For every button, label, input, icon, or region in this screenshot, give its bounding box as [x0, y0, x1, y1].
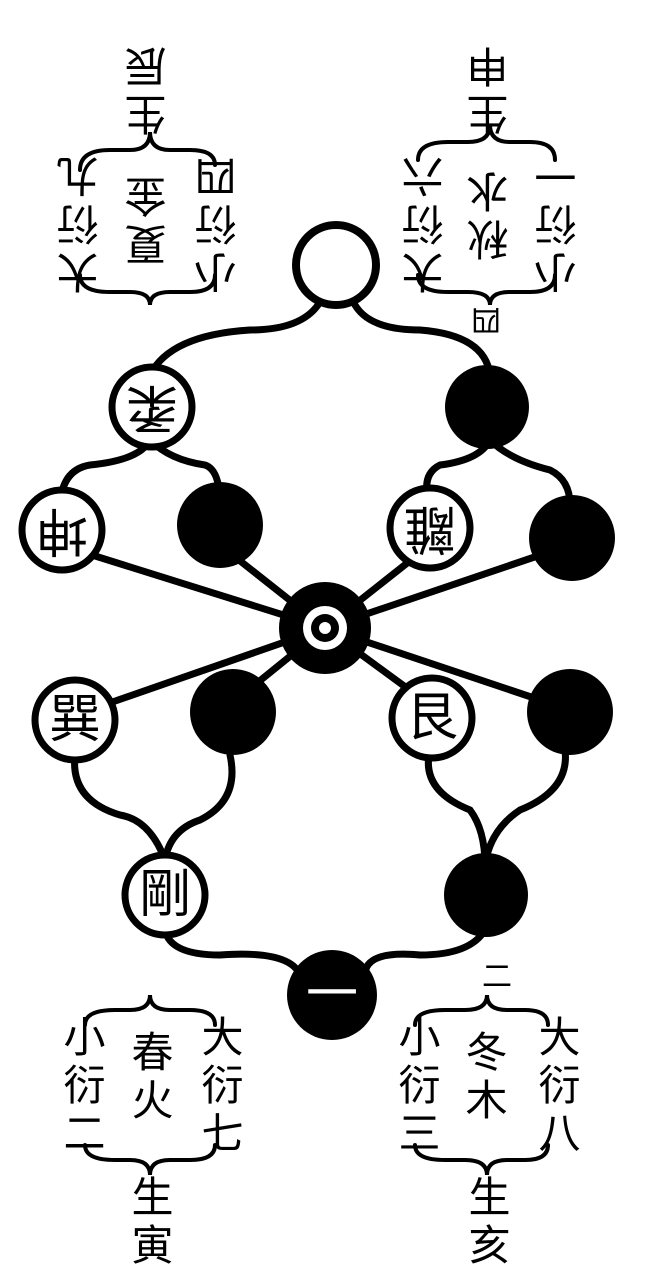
top-right-col-4: 生申: [466, 40, 515, 136]
top-left-col-3: 小衍四: [194, 150, 243, 294]
line-lbottom-branches: [71, 751, 236, 864]
top-right-marker: 四: [472, 300, 507, 336]
filled-circle-right-bottom: [444, 853, 528, 937]
circle-left-top: 柔: [108, 363, 196, 451]
line-rbottom-branches: [424, 746, 569, 869]
circle-label-right-lower: 艮: [406, 688, 458, 748]
spoke-1: [56, 541, 329, 632]
bottom-right-col-2: 冬木: [459, 1030, 508, 1126]
bottom-right-col-4: 生亥: [462, 1175, 511, 1271]
top-open-circle: [292, 221, 380, 309]
central-hub: [279, 582, 371, 674]
brace-bottom-left-lower: [83, 1143, 217, 1176]
line-bottom-left: [161, 926, 304, 979]
top-right-col-2: 秋水: [466, 165, 515, 261]
line-top-left: [146, 301, 322, 379]
top-left-col-1: 大衍九: [56, 150, 105, 294]
top-right-col-3: 小衍一: [534, 150, 583, 294]
filled-circle-inner-left-lower: [190, 669, 276, 755]
filled-circle-right-lower: [527, 669, 613, 755]
bottom-left-col-2: 春火: [125, 1030, 174, 1126]
brace-top-left-lower: [78, 273, 217, 306]
brace-bottom-right-upper: [413, 994, 550, 1027]
bottom-left-col-1: 小衍二: [57, 1015, 106, 1159]
bottom-left-col-3: 大衍七: [195, 1015, 244, 1159]
circle-label-right-mid: 離: [404, 498, 456, 558]
filled-circle-right-mid: [529, 495, 615, 581]
circle-label-left-top: 柔: [126, 377, 178, 437]
circle-label-left-mid: 坤: [36, 500, 88, 560]
filled-circle-bottom-center: 一: [287, 950, 377, 1040]
top-right-col-1: 大衍六: [401, 150, 450, 294]
top-left-col-2: 夏金: [124, 170, 173, 266]
filled-circle-inner-left-mid: [177, 482, 263, 568]
circle-label-bottom-center: 一: [306, 965, 358, 1025]
line-bottom-right: [361, 926, 489, 979]
circle-label-left-lower: 巽: [49, 690, 101, 750]
filled-circle-right-top: [445, 365, 529, 449]
brace-top-left-upper: [78, 131, 217, 172]
top-left-col-4: 生辰: [124, 40, 173, 136]
bottom-right-marker: 二: [476, 960, 511, 996]
bottom-left-col-4: 生寅: [125, 1175, 174, 1271]
brace-top-right-upper: [416, 124, 557, 162]
circle-label-left-bottom: 剛: [139, 865, 191, 925]
brace-top-right-lower: [416, 273, 557, 306]
bottom-right-col-3: 大衍八: [532, 1015, 581, 1159]
circle-right-mid: 離: [386, 484, 474, 572]
circle-left-bottom: 剛: [121, 851, 209, 939]
line-top-right: [351, 301, 494, 379]
circle-left-lower: 巽: [31, 676, 119, 764]
bottom-right-col-1: 小衍三: [392, 1015, 441, 1159]
circle-left-mid: 坤: [18, 486, 106, 574]
braces: [78, 124, 557, 1176]
brace-bottom-left-upper: [83, 994, 217, 1027]
circle-right-lower: 艮: [388, 674, 476, 762]
brace-bottom-right-lower: [413, 1143, 550, 1176]
